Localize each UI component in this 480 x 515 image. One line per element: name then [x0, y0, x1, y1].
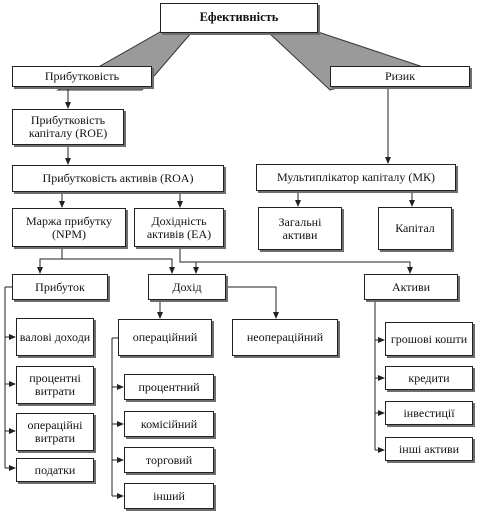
node-roa: Прибутковість активів (ROA)	[12, 165, 224, 192]
node-dokhid: Дохід	[148, 274, 226, 300]
node-operatsiini-vytraty: операційні витрати	[16, 413, 94, 451]
node-ea: Дохідність активів (EA)	[134, 208, 224, 247]
node-operatsiinyi: операційний	[118, 319, 212, 356]
node-inshyi: інший	[124, 483, 214, 509]
node-prybutkovist: Прибутковість	[12, 66, 152, 87]
node-neoperatsiinyi: неопераційний	[232, 319, 338, 356]
node-roe: Прибутковість капіталу (ROE)	[12, 109, 124, 145]
node-ryzyk: Ризик	[330, 66, 470, 87]
node-protsentni-vytraty: процентні витрати	[16, 366, 94, 404]
node-kapital: Капітал	[378, 207, 452, 250]
node-aktyvy: Активи	[364, 274, 458, 300]
node-investytsii: інвестиції	[385, 401, 473, 425]
node-inshi-aktyvy: інші активи	[385, 437, 473, 461]
node-zahalni-aktyvy: Загальні активи	[258, 207, 342, 250]
arrow-ea-aktyvy	[196, 261, 413, 274]
node-protsentnyi: процентний	[124, 374, 214, 400]
node-torhovyi: торговий	[124, 447, 214, 473]
arrow-dokhid-neoperatsiinyi	[226, 286, 279, 319]
node-valovi-dokhody: валові доходи	[16, 318, 94, 356]
node-komisiinyi: комісійний	[124, 411, 214, 437]
node-npm: Маржа прибутку (NPM)	[12, 208, 126, 247]
arrow-ea-dokhid	[179, 247, 199, 274]
node-mk: Мультиплікатор капіталу (МК)	[256, 164, 456, 191]
node-efektyvnist: Ефективність	[160, 3, 318, 33]
arrow-npm-dokhid	[62, 258, 175, 274]
arrow-npm-prybutok	[37, 247, 63, 274]
node-podatky: податки	[16, 458, 94, 482]
node-kredyty: кредити	[385, 366, 473, 390]
node-prybutok: Прибуток	[12, 274, 108, 300]
node-hroshovi-koshty: грошові кошти	[385, 322, 473, 356]
